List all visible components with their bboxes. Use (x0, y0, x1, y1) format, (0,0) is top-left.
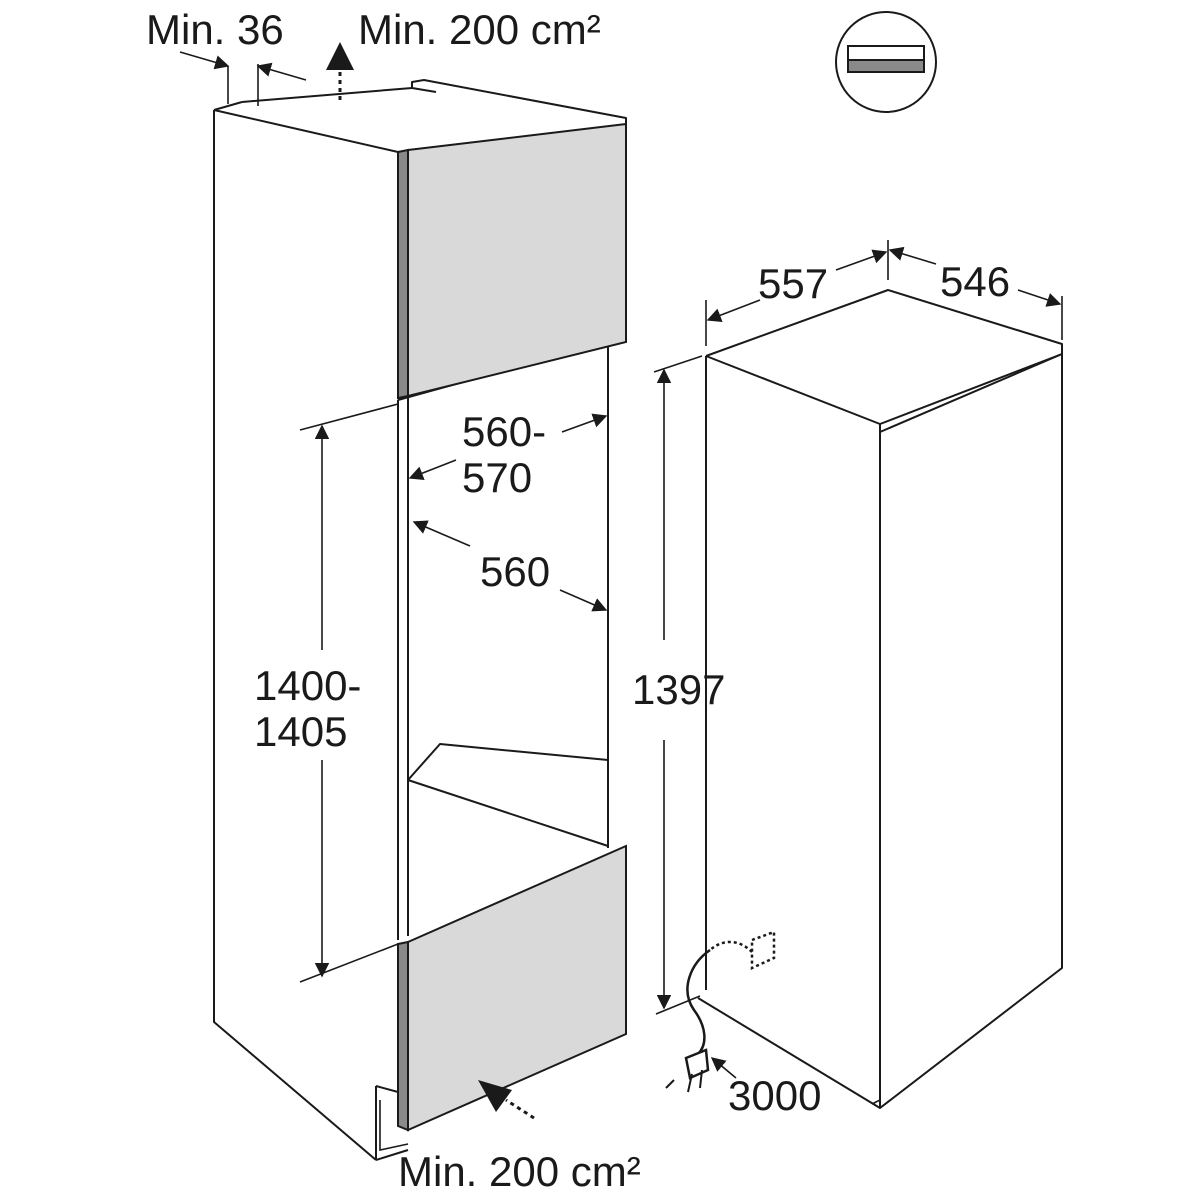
cable-length-arrow-icon (710, 1057, 737, 1079)
niche-height-label-line2: 1405 (254, 708, 347, 755)
appliance-height-dimension (653, 355, 703, 1015)
appliance-width-label: 557 (758, 260, 828, 307)
appliance-height-label: 1397 (632, 666, 725, 713)
appliance-depth-label: 546 (940, 258, 1010, 305)
niche-width-1-label-line2: 570 (462, 454, 532, 501)
niche-width-2-label: 560 (480, 548, 550, 595)
appliance-body (697, 289, 1063, 1109)
niche-height-dimension (299, 403, 399, 983)
top-ventilation-label: Min. 200 cm² (358, 6, 601, 53)
power-plug-icon (665, 1048, 710, 1093)
upper-door-panel (397, 122, 627, 400)
lower-plinth-panel (397, 844, 627, 1132)
niche-width-1-label-line1: 560- (462, 408, 546, 455)
power-cable (686, 948, 711, 1055)
top-gap-label: Min. 36 (146, 6, 284, 53)
flush-installation-icon (835, 11, 937, 113)
top-gap-dimension (179, 51, 307, 106)
niche-height-label-line1: 1400- (254, 662, 361, 709)
wall-socket-icon (709, 930, 776, 970)
niche-width-dimension-2 (412, 520, 608, 612)
appliance-width-depth-dimension (705, 240, 1063, 346)
bottom-ventilation-arrow-icon (478, 1080, 535, 1120)
bottom-ventilation-label: Min. 200 cm² (398, 1148, 641, 1195)
cable-length-label: 3000 (728, 1072, 821, 1119)
niche-width-dimension-1 (408, 413, 608, 480)
top-ventilation-arrow-icon (326, 42, 354, 100)
